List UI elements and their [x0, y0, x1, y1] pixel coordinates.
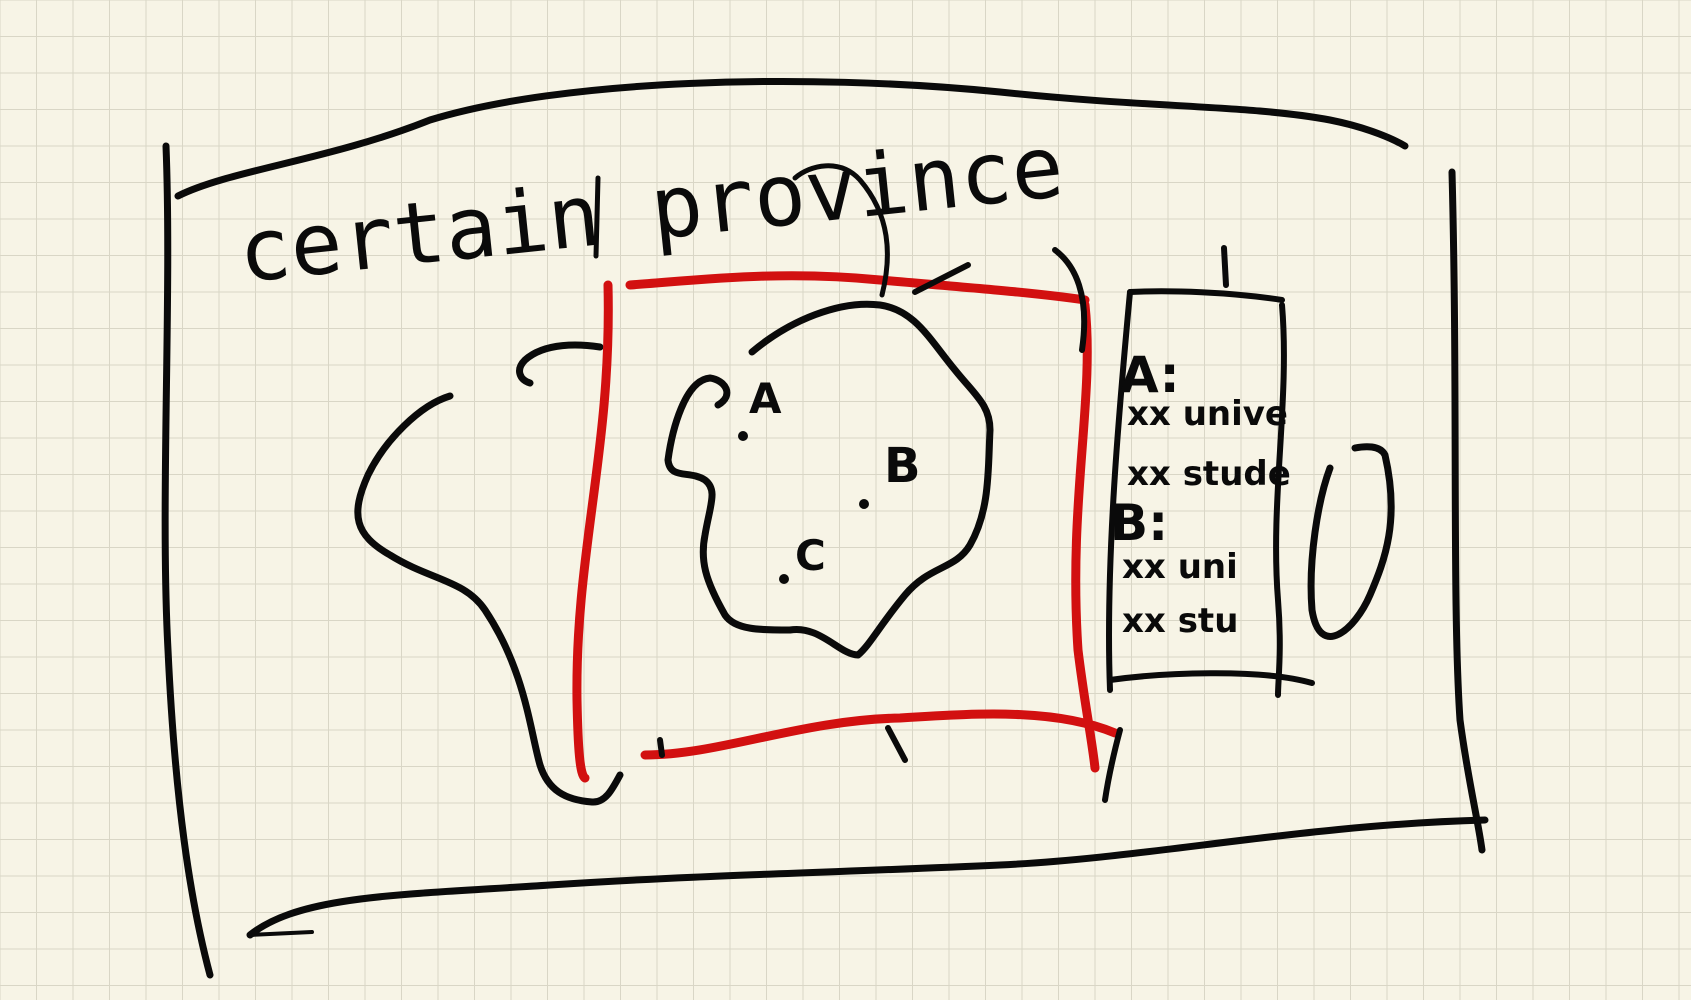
- frame-left-edge: [161, 142, 214, 979]
- pointer-marks: [657, 247, 1123, 803]
- campus-blob: [664, 163, 994, 659]
- point-c-dot: [779, 574, 789, 584]
- info-card-right-edge: [1273, 302, 1287, 698]
- pointer-tick-top: [912, 262, 971, 295]
- info-a-line1: xx unive: [1127, 394, 1288, 434]
- point-a-label: A: [749, 374, 782, 423]
- blob-points: [738, 431, 869, 584]
- title-tick: [593, 175, 601, 259]
- region-left-curve: [354, 392, 624, 806]
- info-b-line1: xx uni: [1122, 547, 1238, 587]
- frame-top-edge: [174, 77, 1409, 200]
- frame-right-edge: [1448, 168, 1486, 854]
- region-upper-arc: [516, 341, 604, 387]
- info-card-top-tick: [1221, 245, 1229, 288]
- frame-bottom-stub: [248, 930, 314, 937]
- point-b-label: B: [884, 438, 921, 494]
- info-b-heading: B:: [1110, 494, 1168, 552]
- region-outline: [354, 341, 624, 806]
- right-bracket-bottom: [1102, 727, 1123, 803]
- campus-pointer-curve: [792, 163, 890, 298]
- u-shape-scribble: [1307, 443, 1395, 640]
- info-card-left-edge: [1106, 289, 1133, 693]
- point-a-dot: [738, 431, 748, 441]
- selection-bottom-edge: [640, 709, 1120, 760]
- blob-point-labels: A B C: [749, 374, 921, 580]
- selection-rectangle: [572, 271, 1120, 783]
- pointer-tick-bottom: [885, 725, 908, 763]
- frame-bottom-edge: [246, 816, 1489, 939]
- info-a-line2: xx stude: [1127, 454, 1291, 494]
- info-card-text: A: xx unive xx stude B: xx uni xx stu: [1110, 346, 1291, 641]
- info-card: [1106, 245, 1315, 698]
- selection-left-edge: [572, 280, 613, 783]
- selection-top-edge: [625, 271, 1090, 305]
- province-frame: [161, 77, 1489, 979]
- right-bracket-top: [1052, 247, 1088, 353]
- point-c-label: C: [795, 531, 826, 580]
- pointer-tick-left: [657, 737, 665, 758]
- info-a-heading: A:: [1120, 346, 1180, 404]
- info-card-bottom-edge: [1107, 670, 1315, 686]
- info-card-top-edge: [1127, 288, 1285, 303]
- info-b-line2: xx stu: [1122, 601, 1238, 641]
- campus-blob-outline: [664, 300, 994, 659]
- point-b-dot: [859, 499, 869, 509]
